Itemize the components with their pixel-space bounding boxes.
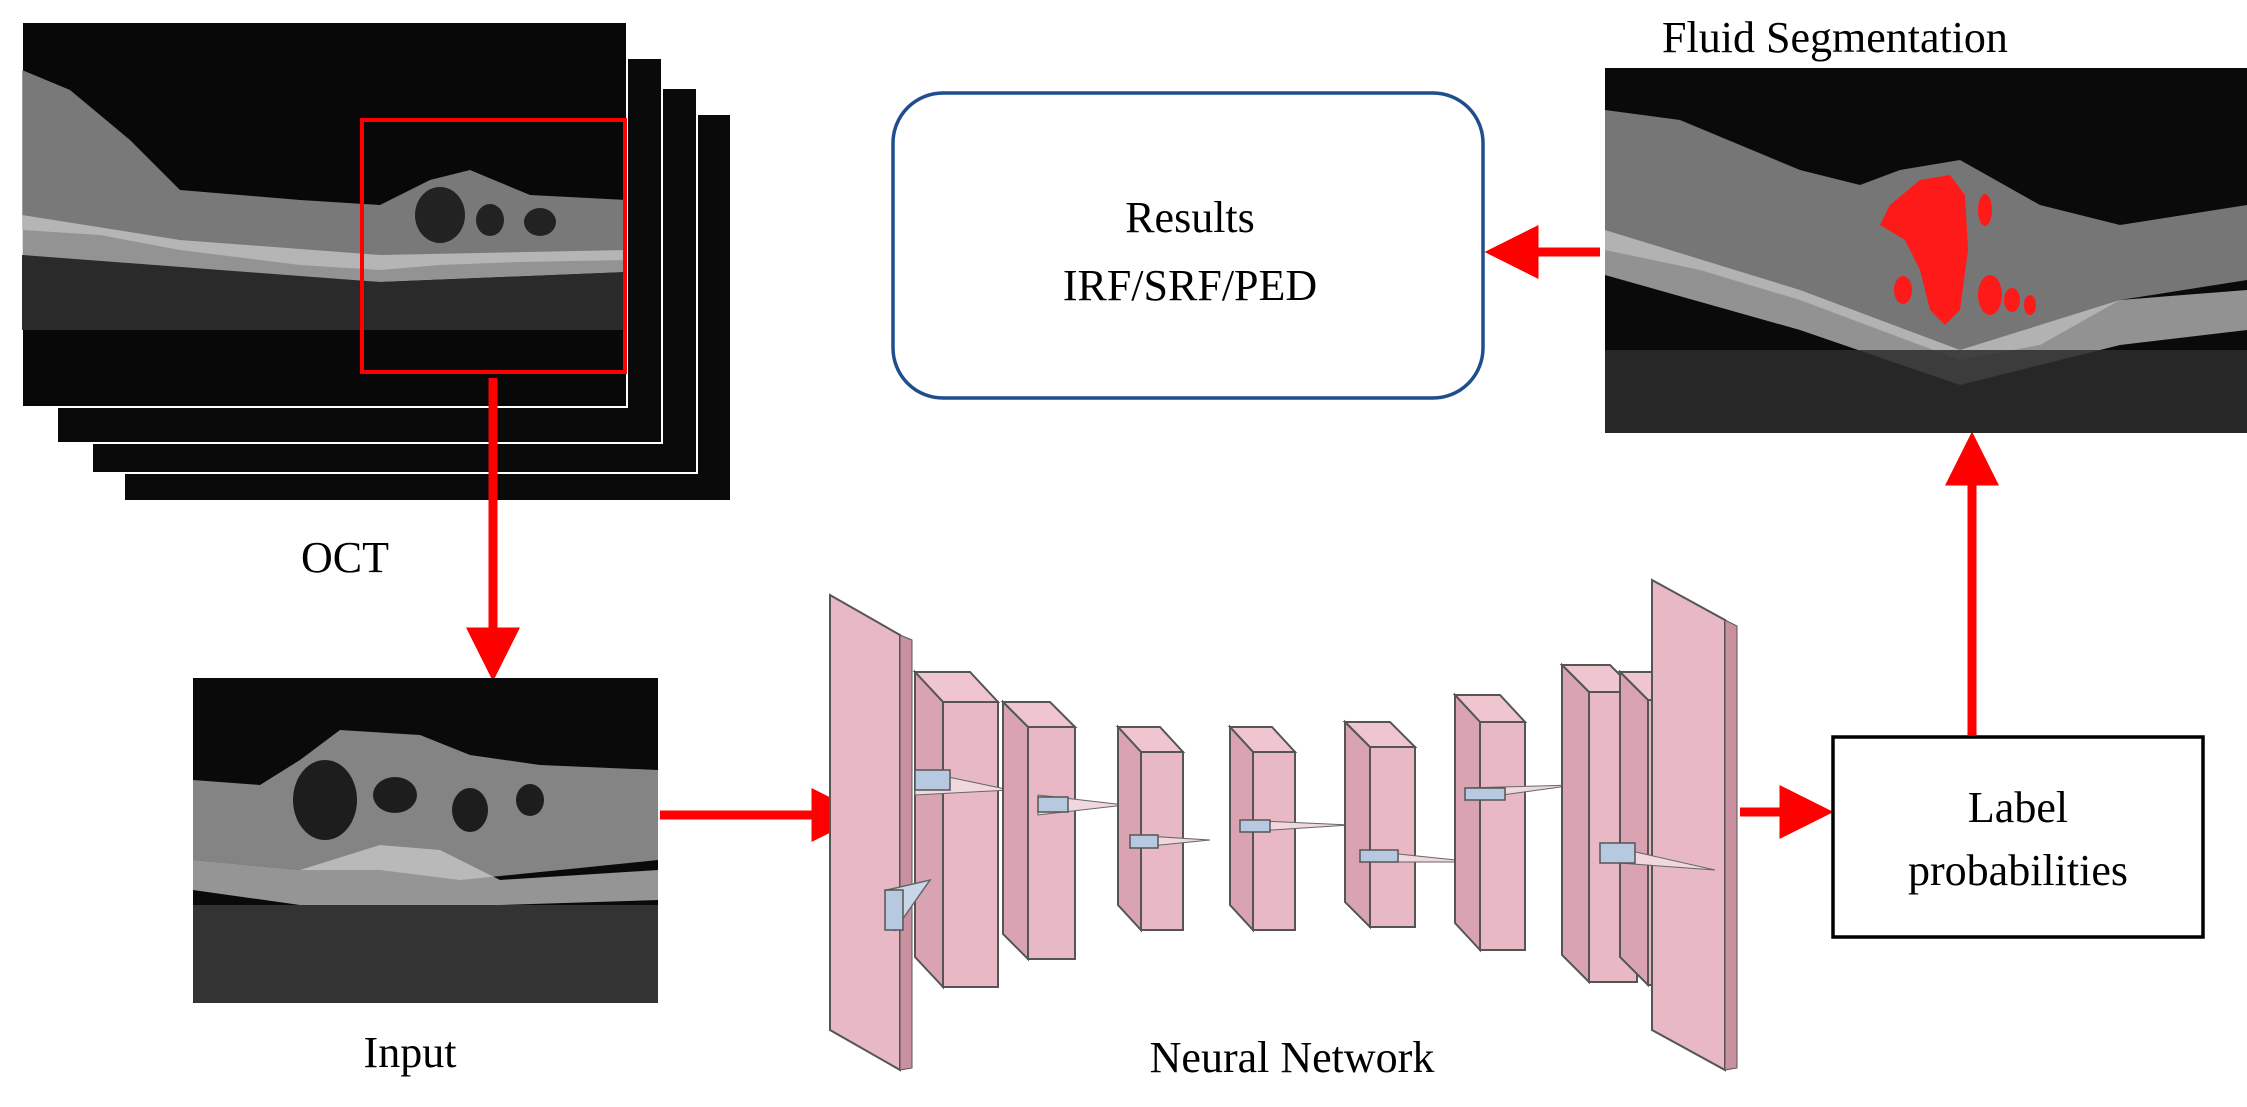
neural-network [829,578,1738,1072]
network-layer-encoder-2 [1000,699,1126,962]
oct-fluid-cyst [476,204,504,236]
fluid-mask-blob [2024,295,2036,315]
fluid-mask-blob [2004,288,2020,312]
crop-region-box [360,118,627,374]
fluid-mask-blob [1894,276,1912,304]
network-layer-output [1599,578,1738,1072]
oct-retina-layer [22,70,627,270]
input-lower-tissue [193,905,658,1003]
network-layer-encoder-1 [884,669,1011,990]
results-frame [891,91,1485,400]
segmentation-image [1605,68,2247,433]
oct-label: OCT [301,533,389,582]
network-layer-decoder-1 [1452,692,1576,953]
network-layer-bottleneck-1 [1115,724,1211,933]
input-label: Input [364,1028,457,1077]
network-label: Neural Network [1150,1033,1435,1082]
label-probabilities-line1: Label [1968,783,2068,832]
segmentation-retina-band [1605,230,2247,385]
oct-retina-lower [22,255,627,330]
input-image [193,678,658,1003]
fluid-mask-blob [1978,275,2002,315]
network-layer-input [829,593,913,1072]
input-fluid-cyst [293,760,357,840]
fluid-mask-blob [1978,194,1992,226]
results-box: Results IRF/SRF/PED [891,91,1485,400]
input-fluid-cyst [373,777,417,813]
results-subtitle: IRF/SRF/PED [1063,261,1317,310]
network-layer-bottleneck-3 [1342,719,1476,930]
results-title: Results [1125,193,1255,242]
oct-retina-band [22,215,627,282]
network-layer-bottleneck-2 [1227,724,1351,933]
segmentation-label: Fluid Segmentation [1662,13,2008,62]
label-probabilities-box: Label probabilities [1831,735,2205,939]
label-probabilities-line2: probabilities [1908,846,2128,895]
oct-stack [21,21,730,500]
segmentation-lower-tissue [1605,350,2247,433]
fluid-mask-blob [1880,175,1968,325]
label-probabilities-frame [1831,735,2205,939]
input-retina-band [193,845,658,905]
oct-fluid-cyst [415,187,465,243]
input-fluid-cyst [516,784,544,816]
input-fluid-cyst [452,788,488,832]
oct-fluid-cyst [524,208,556,236]
